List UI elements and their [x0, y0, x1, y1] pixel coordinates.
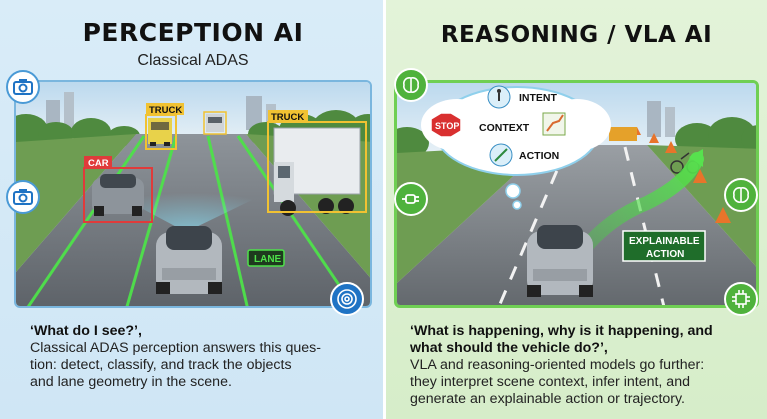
context-label: CONTEXT — [479, 122, 530, 134]
perception-caption-line: and lane geometry in the scene. — [30, 374, 232, 390]
lane-dashes — [497, 146, 666, 305]
reasoning-caption: ‘What is happening, why is it happening,… — [410, 323, 760, 408]
reasoning-caption-line: they interpret scene context, infer inte… — [410, 374, 690, 390]
camera-icon — [6, 70, 40, 104]
explainable-action-label: EXPLAINABLE — [629, 236, 700, 247]
reasoning-title: REASONING / VLA AI — [440, 22, 713, 48]
excavator — [609, 127, 637, 141]
reasoning-caption-line: generate an explainable action or trajec… — [410, 391, 685, 407]
car-left — [92, 174, 144, 216]
sensor-cone — [126, 188, 256, 232]
plug-icon — [394, 182, 428, 216]
camera-icon — [6, 180, 40, 214]
pedestrian-icon — [487, 85, 511, 109]
brain-icon — [394, 68, 428, 102]
intent-label: INTENT — [519, 92, 558, 104]
car-label: CAR — [88, 158, 109, 169]
trajectory-icon — [542, 112, 566, 136]
van-far — [206, 114, 224, 132]
truck-label-1: TRUCK — [149, 105, 182, 116]
reasoning-scene: INTENT STOP CONTEXT ACTION EXPLAINABLE A… — [394, 80, 759, 308]
radar-icon — [330, 282, 364, 316]
perception-subtitle: Classical ADAS — [137, 52, 249, 69]
reasoning-panel: REASONING / VLA AI — [386, 0, 767, 419]
stop-label: STOP — [435, 121, 459, 131]
tree-line — [397, 117, 756, 159]
truck-box-2 — [267, 121, 367, 213]
ego-car — [156, 226, 222, 294]
car-box — [83, 167, 153, 223]
action-label: ACTION — [519, 150, 559, 162]
reasoning-caption-line: VLA and reasoning-oriented models go fur… — [410, 357, 705, 373]
lane-tag — [247, 249, 285, 267]
perception-caption: ‘What do I see?’, Classical ADAS percept… — [30, 323, 375, 391]
panel-divider — [383, 0, 387, 419]
city-skyline — [647, 101, 661, 137]
chip-icon — [724, 282, 758, 316]
perception-caption-line: tion: detect, classify, and track the ob… — [30, 357, 292, 373]
truck-far — [148, 118, 172, 146]
perception-panel: PERCEPTION AI Classical ADAS — [0, 0, 386, 419]
stop-sign-icon — [430, 112, 462, 138]
brain-icon — [724, 178, 758, 212]
reasoning-caption-heading: ‘What is happening, why is it happening,… — [410, 323, 713, 339]
action-graph-icon — [489, 143, 513, 167]
lane-label: LANE — [254, 254, 282, 265]
reasoning-caption-heading: what should the vehicle do?’, — [410, 340, 608, 356]
truck-label-2: TRUCK — [271, 112, 304, 123]
perception-caption-line: Classical ADAS perception answers this q… — [30, 340, 321, 356]
perception-caption-heading: ‘What do I see?’, — [30, 323, 142, 339]
explainable-action-tag — [622, 230, 706, 262]
van-box — [203, 111, 227, 135]
perception-scene: TRUCK TRUCK CAR — [14, 80, 372, 308]
ego-car — [527, 225, 593, 297]
explainable-action-label: ACTION — [646, 249, 684, 260]
perception-title: PERCEPTION AI — [82, 18, 304, 47]
grass-left — [397, 145, 547, 283]
